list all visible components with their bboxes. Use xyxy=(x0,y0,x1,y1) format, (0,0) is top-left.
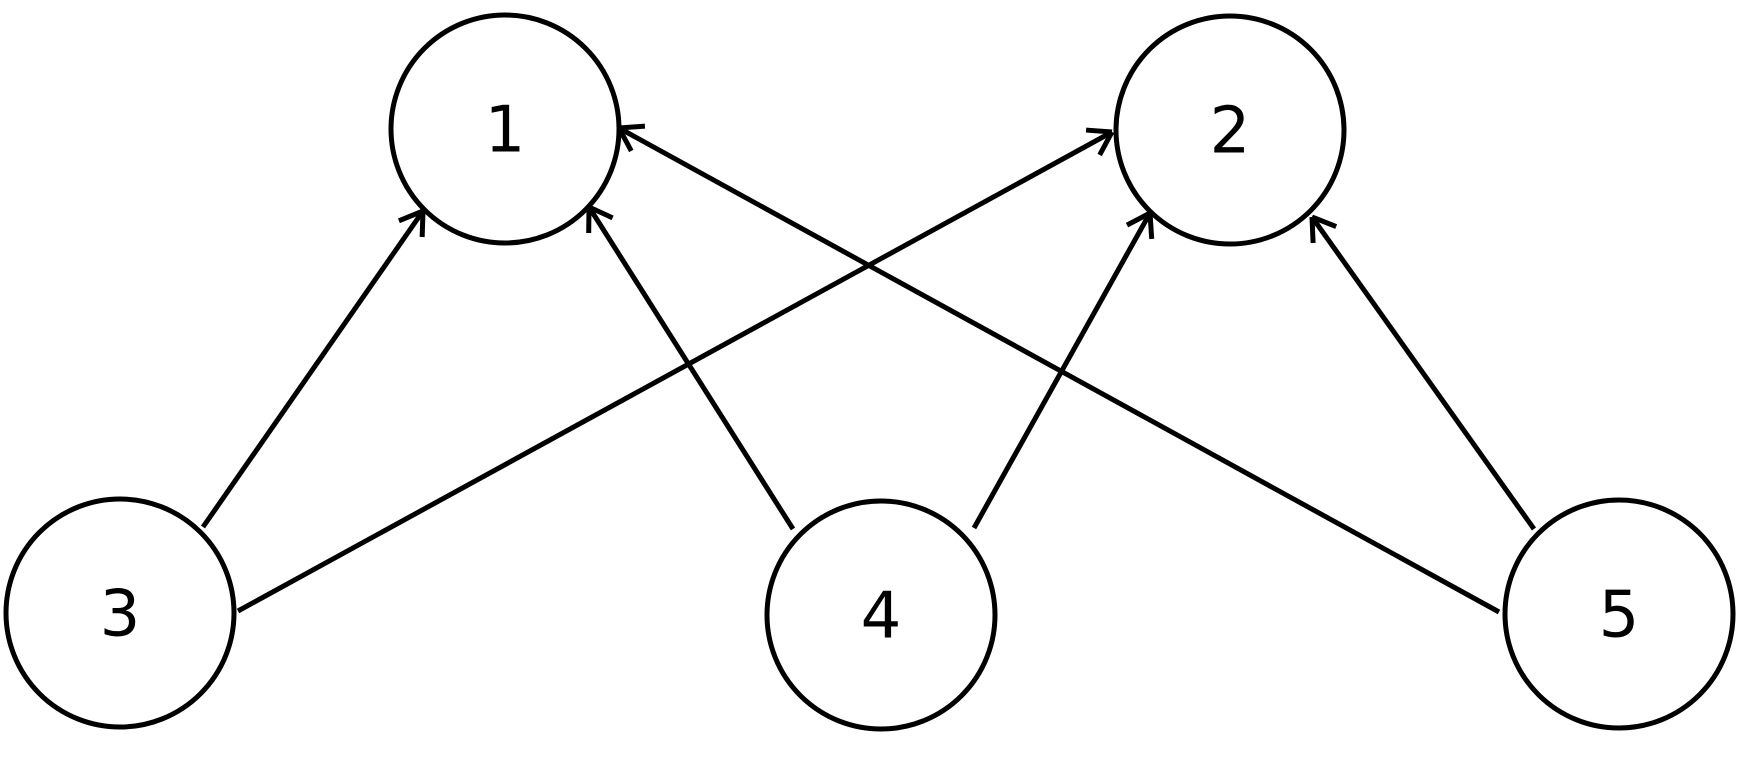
node-circle xyxy=(1113,13,1347,247)
node-label: 5 xyxy=(1599,578,1640,652)
node-5: 5 xyxy=(1502,497,1736,731)
edge-line xyxy=(200,209,426,529)
node-1: 1 xyxy=(388,12,622,246)
arrowhead-barb xyxy=(587,204,614,221)
arrowhead-barb xyxy=(1085,127,1113,135)
arrowhead-barb xyxy=(419,210,426,238)
arrowhead-barb xyxy=(618,123,646,131)
edge-line xyxy=(586,205,796,531)
arrowhead-barb xyxy=(1097,130,1115,157)
edge-4-to-1 xyxy=(586,204,796,531)
node-circle xyxy=(388,12,622,246)
node-label: 1 xyxy=(485,93,526,167)
node-label: 3 xyxy=(100,577,141,651)
edge-3-to-1 xyxy=(200,208,426,529)
node-label: 2 xyxy=(1210,94,1251,168)
node-2: 2 xyxy=(1113,13,1347,247)
arrowhead-barb xyxy=(1147,212,1155,240)
arrowhead-barb xyxy=(1309,216,1316,244)
edge-line xyxy=(236,129,1114,614)
node-circle xyxy=(764,498,998,732)
node-4: 4 xyxy=(764,498,998,732)
edge-5-to-2 xyxy=(1309,214,1537,531)
edge-line xyxy=(617,125,1501,615)
edge-line xyxy=(1309,215,1537,531)
edge-3-to-2 xyxy=(236,127,1115,614)
arrowhead-barb xyxy=(1311,214,1338,229)
arrowhead-barb xyxy=(1125,210,1152,228)
node-label: 4 xyxy=(861,579,902,653)
node-3: 3 xyxy=(3,496,237,730)
node-circle xyxy=(1502,497,1736,731)
node-circle xyxy=(3,496,237,730)
edge-5-to-1 xyxy=(616,123,1501,615)
arrowhead-barb xyxy=(397,208,424,224)
